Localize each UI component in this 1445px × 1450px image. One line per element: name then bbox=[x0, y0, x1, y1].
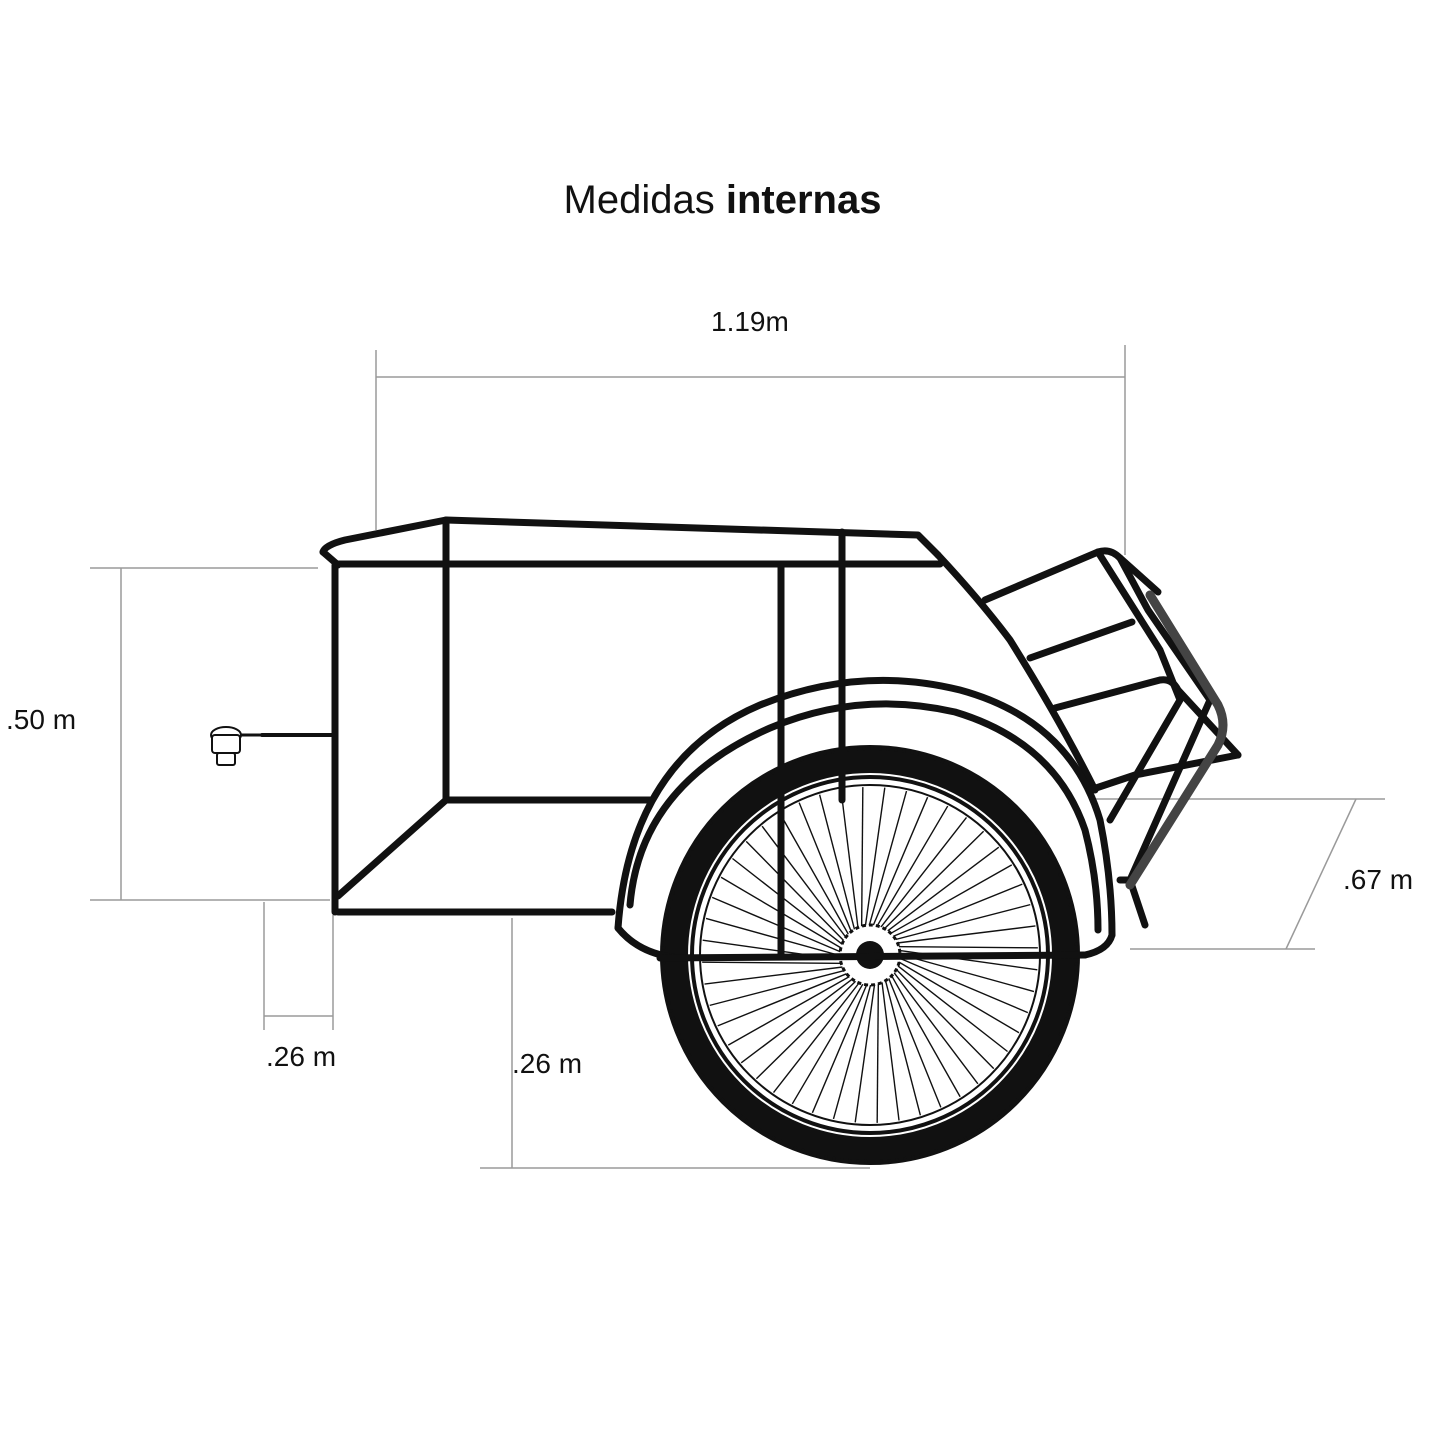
spoke bbox=[863, 787, 886, 934]
spoke bbox=[880, 973, 900, 1121]
depth-dimension-label: .67 m bbox=[1343, 864, 1414, 895]
spoke bbox=[755, 974, 863, 1080]
spoke bbox=[877, 830, 985, 936]
spoke bbox=[884, 970, 942, 1108]
spoke bbox=[732, 857, 850, 950]
spoke bbox=[702, 961, 850, 965]
spoke bbox=[779, 812, 854, 942]
spoke bbox=[869, 796, 929, 934]
spoke bbox=[886, 968, 961, 1098]
rear-curve bbox=[934, 551, 1099, 794]
spoke bbox=[704, 965, 852, 985]
fender-outer bbox=[614, 676, 1116, 939]
spoke bbox=[885, 883, 1023, 941]
title-regular: Medidas bbox=[563, 178, 726, 222]
spoke bbox=[854, 976, 877, 1123]
spoke bbox=[887, 903, 1031, 943]
fender-lip-rear bbox=[1081, 931, 1116, 959]
spoke bbox=[811, 976, 871, 1114]
spoke bbox=[740, 973, 860, 1064]
spoke bbox=[798, 802, 856, 940]
rear-rack bbox=[981, 547, 1242, 929]
spoke bbox=[761, 825, 852, 945]
spoke bbox=[772, 975, 865, 1093]
spoke bbox=[709, 967, 853, 1007]
spoke bbox=[891, 954, 1029, 1014]
hitch-coupler-icon bbox=[210, 726, 262, 766]
rack-bottom-rail bbox=[1086, 751, 1242, 794]
spoke bbox=[745, 840, 851, 948]
spoke bbox=[832, 976, 874, 1120]
spoke bbox=[872, 805, 949, 934]
spoke bbox=[889, 962, 995, 1070]
spoke bbox=[875, 817, 968, 935]
spoke bbox=[717, 969, 855, 1027]
spoke bbox=[876, 975, 880, 1123]
depth-dimension-line bbox=[1285, 798, 1357, 950]
rack-mid-rail bbox=[1026, 618, 1136, 662]
rack-side-strut bbox=[1094, 548, 1184, 824]
fender-inner bbox=[626, 700, 1102, 934]
spoke bbox=[890, 960, 1008, 1053]
spoke bbox=[727, 971, 857, 1046]
spoke bbox=[882, 972, 922, 1116]
width-dimension-label: 1.19m bbox=[711, 306, 789, 337]
title-bold: internas bbox=[725, 178, 882, 222]
spoke bbox=[840, 789, 860, 937]
spoke bbox=[705, 917, 849, 959]
spoke bbox=[888, 925, 1036, 945]
spokes bbox=[702, 787, 1038, 1123]
push-handle bbox=[1125, 590, 1228, 890]
page-title: Medidas internas bbox=[0, 178, 1445, 223]
spoke bbox=[818, 794, 858, 938]
spoke bbox=[891, 957, 1020, 1034]
dimension-lines bbox=[90, 345, 1385, 1169]
spoke bbox=[860, 787, 864, 935]
floor-diagonal bbox=[334, 796, 450, 900]
rack-front-strut bbox=[1116, 554, 1214, 884]
trailer-body bbox=[260, 516, 1116, 962]
bottom-rail bbox=[656, 951, 1089, 962]
clearance-dimension-label: .26 m bbox=[512, 1048, 583, 1079]
lid-outline bbox=[319, 516, 942, 559]
spoke bbox=[720, 876, 849, 953]
spoke bbox=[866, 790, 908, 934]
spoke bbox=[880, 846, 1000, 937]
spoke bbox=[888, 965, 979, 1085]
hitch-dimension-label: .26 m bbox=[266, 1041, 337, 1072]
height-dimension-label: .50 m bbox=[6, 704, 77, 735]
spoke bbox=[791, 976, 868, 1105]
spoke bbox=[890, 945, 1038, 949]
spoke bbox=[883, 864, 1013, 939]
